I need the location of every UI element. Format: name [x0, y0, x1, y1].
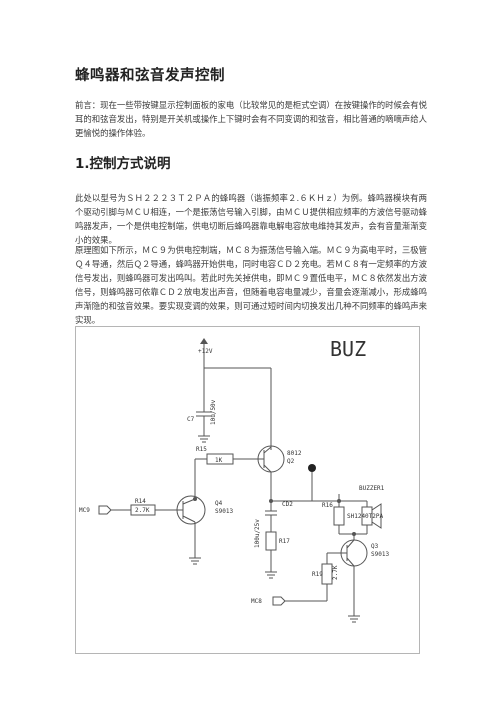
- r15-label: R15: [196, 446, 207, 453]
- r19-label: R19: [312, 571, 323, 578]
- r14-label: R14: [135, 498, 146, 505]
- c7-label: C7: [187, 416, 195, 423]
- q2-type: 8012: [287, 450, 302, 457]
- page-title: 蜂鸣器和弦音发声控制: [75, 68, 225, 84]
- r15-value: 1K: [215, 457, 223, 464]
- intro-paragraph: 前言：现在一些带按键显示控制面板的家电（比较常见的是柜式空调）在按键操作的时候会…: [75, 100, 427, 138]
- buzzer-type: SH1240T2PA: [347, 513, 384, 520]
- q2-label: Q2: [287, 458, 295, 465]
- body-paragraph-2: 原理图如下所示，ＭＣ９为供电控制端，ＭＣ８为振荡信号输入端。ＭＣ９为高电平时，三…: [75, 245, 427, 325]
- mc8-label: MC8: [251, 598, 262, 605]
- q3-label: Q3: [371, 543, 379, 550]
- q4-type: S9013: [215, 508, 233, 515]
- schematic-frame: [75, 326, 420, 654]
- junction-dot: [308, 464, 316, 472]
- q3-type: S9013: [371, 551, 389, 558]
- body-paragraph-1: 此处以型号为ＳＨ２２２３Ｔ２ＰＡ的蜂鸣器（谐振频率２.６ＫＨｚ）为例。蜂鸣器模块…: [75, 193, 427, 245]
- section-heading: 1.控制方式说明: [75, 156, 171, 172]
- buzzer-label: BUZZER1: [359, 485, 385, 492]
- circuit-schematic: BUZ: [75, 326, 420, 654]
- cd2-label: CD2: [282, 501, 293, 508]
- cd2-value: 100u/25v: [254, 519, 261, 548]
- r14-value: 2.7K: [135, 507, 150, 514]
- r19-value: 2.7K: [332, 565, 339, 580]
- mc9-label: MC9: [79, 507, 90, 514]
- c7-value: 10u/50v: [210, 399, 217, 425]
- schematic-svg: BUZ: [75, 326, 420, 654]
- vcc-label: +12V: [198, 348, 213, 355]
- q4-label: Q4: [215, 500, 223, 507]
- buz-label: BUZ: [330, 337, 366, 361]
- r17-label: R17: [279, 538, 290, 545]
- r16-label: R16: [322, 502, 333, 509]
